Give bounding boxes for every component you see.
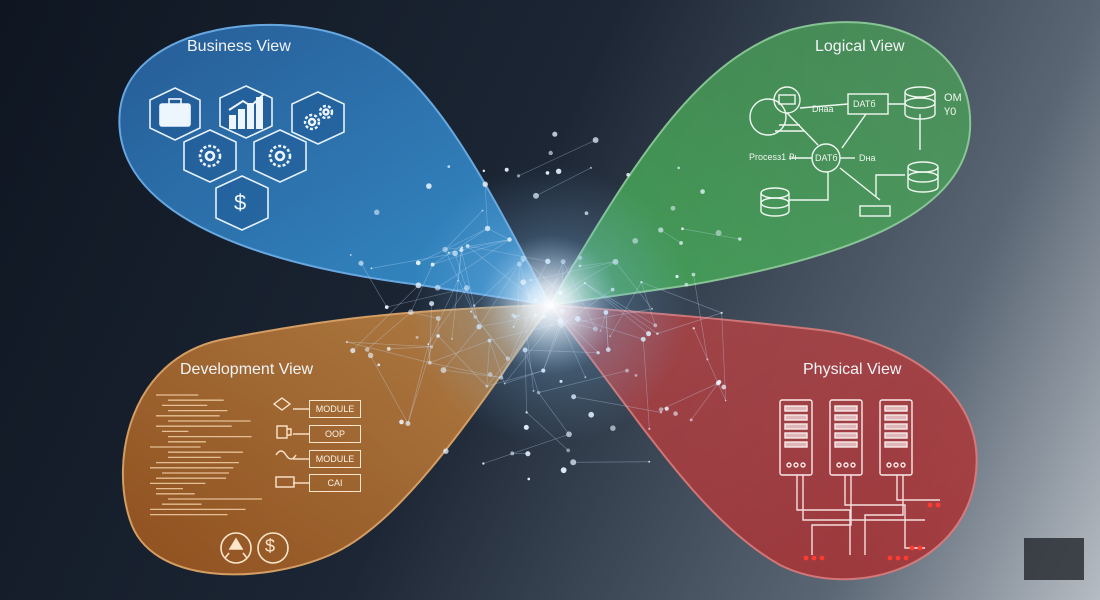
network-node [510, 451, 515, 456]
network-node [721, 384, 727, 390]
network-node [658, 407, 664, 412]
network-node [374, 209, 380, 216]
growth-chart-icon [228, 93, 265, 129]
network-node [700, 189, 705, 194]
network-node [689, 418, 693, 422]
network-node [504, 167, 509, 172]
network-link [690, 382, 719, 421]
network-node [626, 172, 630, 177]
module-box: MODULE [309, 450, 361, 468]
network-node [358, 260, 364, 266]
data-box-label: DATб [853, 99, 876, 109]
network-node [399, 419, 404, 425]
network-link [660, 382, 719, 410]
network-node [370, 267, 373, 270]
network-link [366, 349, 409, 424]
network-node [443, 448, 449, 454]
network-node [426, 183, 432, 189]
data-right-label: Dнa [859, 153, 876, 163]
server-rack-icon [829, 399, 863, 476]
network-node [350, 347, 356, 354]
network-node [738, 237, 742, 241]
physical-view-title: Physical View [803, 361, 902, 378]
network-node [720, 311, 723, 314]
network-node [677, 166, 680, 170]
network-node [377, 363, 381, 367]
process-label: Procesз1 ₽ı [749, 152, 797, 162]
network-node [679, 241, 683, 245]
dollar-icon: $ [265, 536, 276, 556]
server-rack-icon [779, 399, 813, 476]
corner-overlay [1024, 538, 1084, 580]
network-node [349, 254, 352, 256]
network-node [548, 150, 553, 156]
network-link [352, 285, 419, 351]
network-node [482, 462, 485, 465]
network-node [664, 406, 669, 411]
network-node [706, 358, 709, 361]
server-rack-group [779, 399, 913, 476]
network-node [724, 399, 727, 402]
dev-bottom-icons [220, 532, 289, 564]
module-icons [272, 397, 309, 488]
module-box: MODULE [309, 400, 361, 418]
module-box: OOP [309, 425, 361, 443]
network-node [648, 427, 651, 430]
business-view-title: Business View [187, 38, 291, 55]
network-node [659, 411, 663, 414]
network-node [552, 131, 558, 137]
data-center-label: DATб [815, 153, 838, 163]
network-wiring [796, 475, 940, 555]
code-listing [150, 394, 262, 516]
network-node [715, 229, 722, 236]
module-box: CAI [309, 474, 361, 492]
data-label: Dнaa [812, 104, 834, 114]
core-glow [410, 165, 690, 445]
yo-label: Ү0 [944, 106, 957, 118]
network-node [648, 460, 651, 463]
network-link [693, 274, 708, 360]
briefcase-icon [159, 98, 191, 127]
om-label: OM [944, 92, 962, 104]
business-icons [149, 85, 345, 231]
network-node [405, 420, 411, 426]
network-node [681, 227, 684, 231]
gear-icon [198, 144, 222, 168]
network-node [386, 346, 391, 351]
network-node [692, 327, 695, 330]
status-leds [803, 502, 941, 561]
network-node [670, 205, 676, 211]
network-link [693, 328, 727, 401]
gears-icon [303, 104, 334, 131]
network-node [447, 165, 451, 168]
network-node [592, 137, 599, 144]
network-link [346, 341, 430, 364]
development-view-title: Development View [180, 361, 314, 378]
dollar-icon: $ [234, 190, 247, 215]
network-node [566, 448, 571, 453]
network-node [525, 451, 531, 457]
gear-icon [268, 144, 292, 168]
logical-view-title: Logical View [815, 38, 905, 55]
network-node [717, 379, 722, 385]
network-node [691, 272, 696, 277]
network-node [367, 352, 374, 359]
network-node [384, 305, 389, 309]
network-node [345, 340, 348, 344]
logical-diagram [749, 86, 939, 217]
network-node [570, 459, 577, 466]
network-node [364, 347, 370, 352]
network-link [360, 263, 388, 308]
network-link [682, 228, 740, 240]
network-node [527, 477, 531, 481]
network-node [673, 411, 678, 416]
network-node [560, 467, 567, 474]
network-node [589, 166, 593, 169]
network-link [366, 311, 412, 350]
server-rack-icon [879, 399, 913, 476]
network-node [482, 169, 486, 173]
